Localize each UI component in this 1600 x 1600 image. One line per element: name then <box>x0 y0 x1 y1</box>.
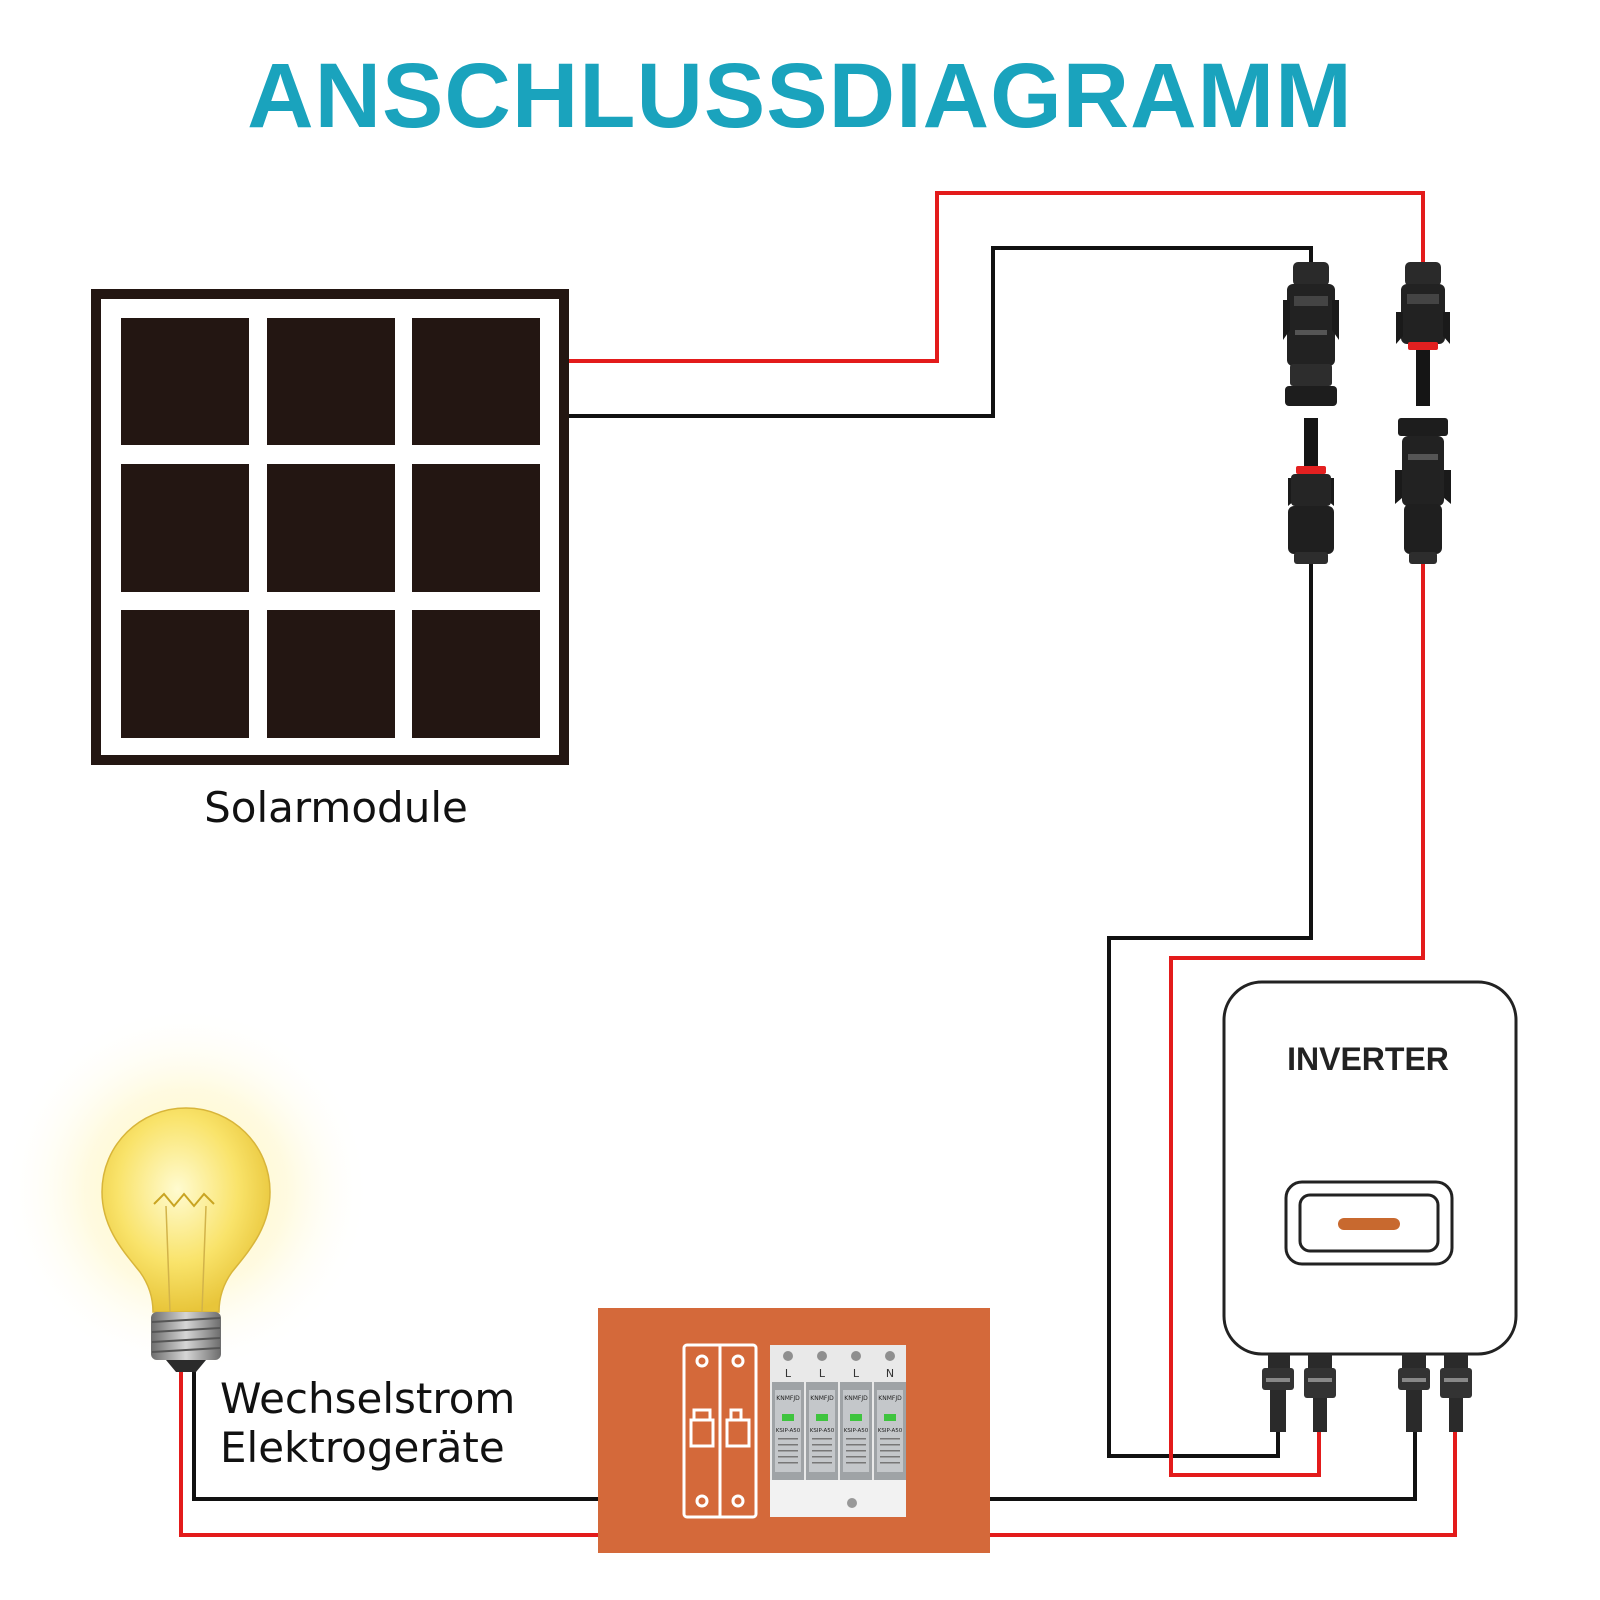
ac-positive-wire <box>179 1372 1457 1537</box>
inverter-display <box>1284 1180 1454 1266</box>
ac-negative-wire <box>192 1372 1417 1501</box>
spd-brand-label: KNMFJD <box>810 1395 834 1402</box>
surge-protector: L KNMFJD KSIP-A50 L KNMFJD KSIP-A50 L KNMFJD KSI… <box>770 1345 906 1517</box>
inverter-dc-input-connectors <box>1262 1354 1336 1432</box>
circuit-breaker-icon <box>682 1343 758 1519</box>
spd-brand-label: KNMFJD <box>878 1395 902 1402</box>
spd-model-label: KSIP-A50 <box>776 1428 801 1434</box>
spd-brand-label: KNMFJD <box>776 1395 800 1402</box>
mc4-connector-negative <box>1283 262 1339 564</box>
spd-model-label: KSIP-A50 <box>878 1428 903 1434</box>
spd-brand-label: KNMFJD <box>844 1395 868 1402</box>
screw-icon <box>885 1351 895 1361</box>
inverter: INVERTER <box>1222 980 1518 1356</box>
spd-model-label: KSIP-A50 <box>844 1428 869 1434</box>
spd-model-label: KSIP-A50 <box>810 1428 835 1434</box>
ac-devices-label-line1: Wechselstrom <box>220 1374 515 1423</box>
breaker-box: L KNMFJD KSIP-A50 L KNMFJD KSIP-A50 L KNMFJD KSI… <box>598 1308 990 1553</box>
inverter-label: INVERTER <box>1287 1041 1449 1077</box>
spd-status-window <box>850 1414 862 1421</box>
inverter-ac-output-connectors <box>1398 1354 1472 1432</box>
spd-status-window <box>884 1414 896 1421</box>
mc4-connector-positive <box>1395 262 1451 564</box>
dc-negative-wire-down <box>1107 562 1313 1458</box>
spd-module: L KNMFJD KSIP-A50 <box>840 1351 872 1480</box>
dc-positive-wire-down <box>1169 562 1425 1477</box>
spd-phase-label: L <box>785 1367 792 1380</box>
page-title: ANSCHLUSSDIAGRAMM <box>247 45 1353 147</box>
spd-module: L KNMFJD KSIP-A50 <box>772 1351 804 1480</box>
ac-devices-label-line2: Elektrogeräte <box>220 1423 505 1472</box>
screw-icon <box>783 1351 793 1361</box>
spd-status-window <box>816 1414 828 1421</box>
solar-panel <box>91 289 569 765</box>
spd-module: L KNMFJD KSIP-A50 <box>806 1351 838 1480</box>
spd-module: N KNMFJD KSIP-A50 <box>874 1351 906 1480</box>
screw-icon <box>851 1351 861 1361</box>
spd-status-window <box>782 1414 794 1421</box>
spd-phase-label: N <box>886 1367 894 1380</box>
light-bulb-icon <box>1 1005 371 1375</box>
dc-positive-wire-top <box>565 191 1425 363</box>
dc-negative-wire-top <box>565 246 1313 418</box>
solar-panel-label: Solarmodule <box>204 783 468 832</box>
solar-cells <box>121 318 540 738</box>
spd-phase-label: L <box>819 1367 826 1380</box>
spd-phase-label: L <box>853 1367 860 1380</box>
screw-icon <box>817 1351 827 1361</box>
